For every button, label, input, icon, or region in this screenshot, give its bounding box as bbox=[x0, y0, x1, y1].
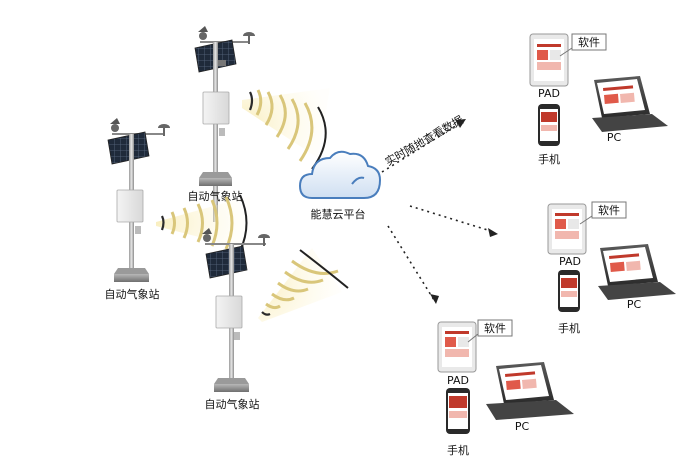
arrow-to-group-1 bbox=[381, 121, 463, 173]
station-1-label: 自动气象站 bbox=[188, 189, 243, 203]
phone-label: 手机 bbox=[538, 152, 560, 166]
signal-waves-1 bbox=[242, 88, 330, 170]
cloud-icon bbox=[298, 150, 382, 199]
control-box-icon bbox=[202, 91, 230, 125]
software-callout bbox=[477, 319, 513, 337]
pad-label: PAD bbox=[559, 255, 581, 268]
software-label: 软件 bbox=[578, 35, 600, 49]
cloud-label: 能慧云平台 bbox=[311, 207, 366, 221]
pad-label: PAD bbox=[538, 87, 560, 100]
signal-waves-3 bbox=[258, 248, 349, 322]
software-callout bbox=[571, 33, 607, 51]
cloud-platform: 能慧云平台 bbox=[298, 150, 382, 221]
device-group-2: 软件 PAD 手机 PC bbox=[547, 201, 676, 335]
pc-label: PC bbox=[607, 131, 622, 144]
weather-station-3: 自动气象站 bbox=[202, 228, 270, 411]
control-box-icon bbox=[215, 295, 243, 329]
device-group-1: 软件 PAD 手机 PC bbox=[529, 33, 668, 166]
pad-label: PAD bbox=[447, 374, 469, 387]
solar-panel-icon bbox=[205, 245, 248, 279]
weather-station-1: 自动气象站 bbox=[188, 26, 255, 222]
station-2-label: 自动气象站 bbox=[105, 287, 160, 301]
arrow-to-group-2 bbox=[409, 205, 495, 233]
signal-waves-2 bbox=[156, 194, 250, 252]
phone-label: 手机 bbox=[447, 443, 469, 457]
flow-label: 实时随地查看数据 bbox=[383, 112, 466, 168]
station-3-label: 自动气象站 bbox=[205, 397, 260, 411]
pc-label: PC bbox=[515, 420, 530, 433]
device-group-3: 软件 PAD 手机 PC bbox=[437, 319, 574, 457]
software-label: 软件 bbox=[484, 321, 506, 335]
control-box-icon bbox=[116, 189, 144, 223]
data-flow-arrows bbox=[381, 121, 495, 301]
arrow-to-group-3 bbox=[387, 225, 435, 301]
phone-label: 手机 bbox=[558, 321, 580, 335]
weather-station-2: 自动气象站 bbox=[105, 118, 170, 301]
pc-label: PC bbox=[627, 298, 642, 311]
software-label: 软件 bbox=[598, 203, 620, 217]
solar-panel-icon bbox=[107, 131, 150, 165]
software-callout bbox=[591, 201, 627, 219]
